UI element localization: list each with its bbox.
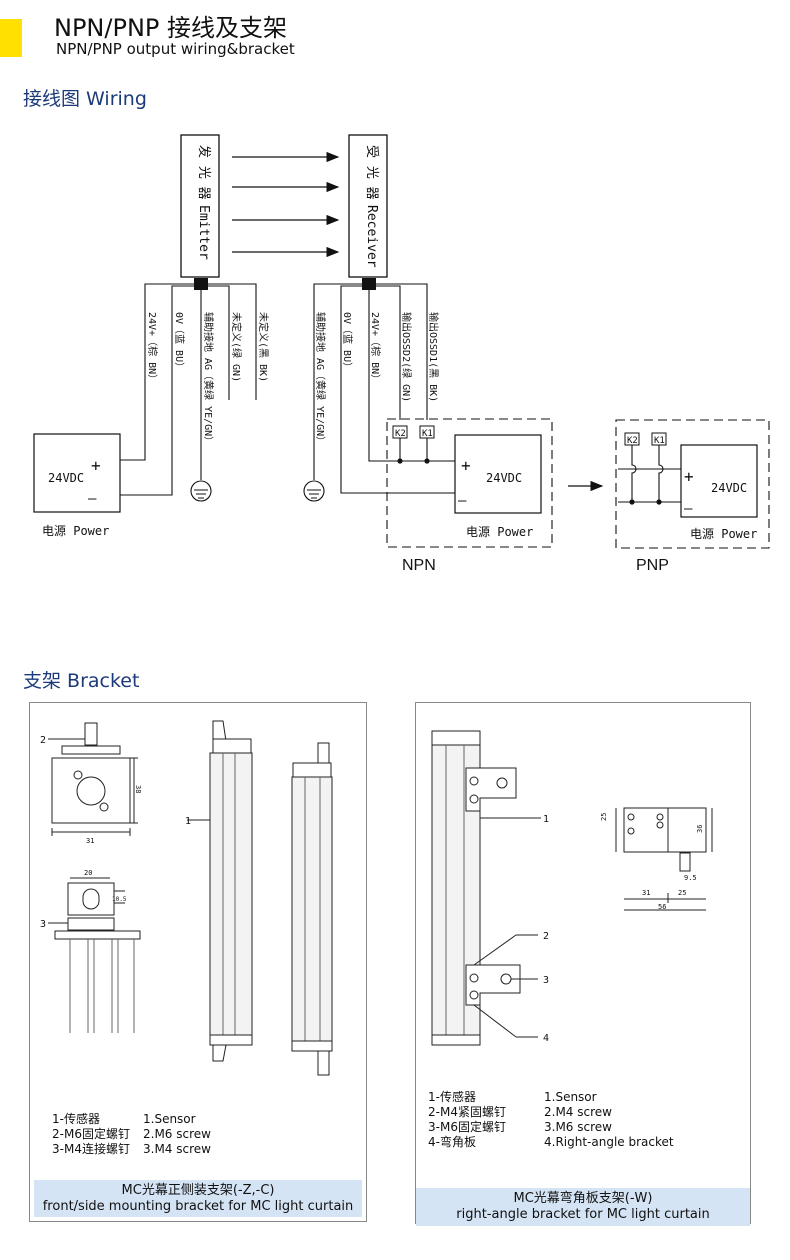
dimension-label: 36 [696, 825, 704, 833]
emitter-label-cn: 发 光 器 [196, 145, 212, 200]
receiver-connector [362, 278, 376, 290]
supply-voltage: 24VDC [711, 481, 747, 495]
relay-k1 [651, 432, 667, 446]
ground-symbol-icon [190, 480, 212, 502]
power-label: 电源 Power [42, 524, 109, 538]
page-subtitle: NPN/PNP output wiring&bracket [56, 40, 295, 58]
dimension-label: 31 [642, 889, 650, 897]
dimension-label: 31 [86, 837, 94, 845]
legend-item: 2-M4紧固螺钉 [428, 1105, 506, 1119]
ground-symbol-icon [303, 480, 325, 502]
plus-sign: + [684, 467, 694, 486]
page-title: NPN/PNP 接线及支架 [54, 14, 287, 42]
callout-number: 4 [543, 1033, 549, 1044]
emitter-wire-label: 24V+（棕 BN） [146, 312, 159, 384]
dimension-label: 25 [600, 813, 608, 821]
callout-number: 1 [185, 816, 191, 827]
relay-k1 [419, 425, 435, 439]
legend-item: 4.Right-angle bracket [544, 1135, 674, 1149]
power-supply-pnp [680, 444, 758, 518]
legend-item: 1.Sensor [544, 1090, 597, 1104]
power-label: 电源 Power [690, 527, 757, 541]
legend-en-list: 1.Sensor 2.M6 screw 3.M4 screw [143, 1112, 211, 1157]
callout-number: 3 [40, 919, 46, 930]
dimension-label: 56 [658, 903, 666, 911]
emitter-wire-label: 0V（蓝 BU） [173, 312, 185, 372]
receiver-wire-label: 输出OSSD1(黑 BK) [427, 312, 440, 402]
legend-cn-list: 1-传感器 2-M4紧固螺钉 3-M6固定螺钉 4-弯角板 [428, 1090, 506, 1150]
legend-item: 3.M6 screw [544, 1120, 612, 1134]
receiver-label-en: Receiver [364, 205, 379, 268]
power-supply-npn [454, 434, 542, 514]
emitter-wire-label: 辅助接地 AG（黄绿 YE/GN） [202, 312, 215, 446]
receiver-wire-label: 辅助接地 AG（黄绿 YE/GN） [314, 312, 327, 446]
power-supply-left [33, 433, 121, 513]
relay-k2 [392, 425, 408, 439]
receiver-wire-label: 输出OSSD2(绿 GN) [400, 312, 413, 402]
legend-item: 2-M6固定螺钉 [52, 1127, 130, 1141]
front-side-bracket-drawing: 2 38 31 20 10.5 3 [40, 720, 333, 1076]
caption-en: front/side mounting bracket for MC light… [42, 1199, 354, 1214]
bracket-caption-right-angle: MC光幕弯角板支架(-W) right-angle bracket for MC… [416, 1188, 750, 1226]
legend-item: 3-M4连接螺钉 [52, 1142, 130, 1156]
pnp-label: PNP [636, 557, 669, 574]
wiring-heading: 接线图 Wiring [23, 88, 147, 110]
legend-item: 3-M6固定螺钉 [428, 1120, 506, 1134]
emitter-label-en: Emitter [196, 205, 211, 260]
npn-label: NPN [402, 557, 436, 574]
receiver-box [348, 134, 388, 278]
power-label: 电源 Power [466, 525, 533, 539]
caption-en: right-angle bracket for MC light curtain [456, 1207, 710, 1222]
receiver-label-cn: 受 光 器 [364, 145, 379, 200]
dimension-label: 25 [678, 889, 686, 897]
right-angle-bracket-drawing: 1 2 3 4 25 36 9.5 31 25 56 [431, 730, 713, 1046]
callout-number: 1 [543, 814, 549, 825]
minus-sign: — [684, 501, 693, 517]
emitter-wire-label: 未定义(绿 GN) [230, 312, 243, 382]
dimension-label: 20 [84, 869, 92, 877]
receiver-wire-label: 0V（蓝 BU） [341, 312, 353, 372]
legend-item: 1.Sensor [143, 1112, 196, 1126]
receiver-wire-label: 24V+（棕 BN） [369, 312, 382, 384]
minus-sign: — [458, 493, 467, 509]
pnp-frame [615, 419, 770, 549]
relay-k2 [624, 432, 640, 446]
emitter-box [180, 134, 220, 278]
legend-item: 4-弯角板 [428, 1135, 476, 1149]
relay-k1-label: K1 [654, 436, 665, 446]
emitter-connector [194, 278, 208, 290]
bracket-panel-right-angle: 1 2 3 4 25 36 9.5 31 25 56 1-传感器 [415, 702, 751, 1226]
plus-sign: + [91, 456, 101, 475]
supply-voltage: 24VDC [48, 471, 84, 485]
legend-item: 3.M4 screw [143, 1142, 211, 1156]
wiring-diagram: 发 光 器 Emitter 受 光 器 Receiver 24V+（棕 BN） … [33, 134, 770, 574]
legend-cn-list: 1-传感器 2-M6固定螺钉 3-M4连接螺钉 [52, 1112, 130, 1157]
dimension-label: 9.5 [684, 874, 697, 882]
legend-en-list: 1.Sensor 2.M4 screw 3.M6 screw 4.Right-a… [544, 1090, 674, 1150]
caption-cn: MC光幕弯角板支架(-W) [513, 1191, 653, 1206]
dimension-label: 10.5 [112, 896, 127, 903]
dimension-label: 38 [134, 785, 142, 793]
caption-cn: MC光幕正侧装支架(-Z,-C) [121, 1183, 275, 1198]
legend-item: 1-传感器 [52, 1112, 100, 1126]
relay-k2-label: K2 [395, 429, 406, 439]
callout-number: 2 [40, 735, 46, 746]
emitter-wire-label: 未定义(黑 BK) [257, 312, 270, 382]
callout-number: 3 [543, 975, 549, 986]
relay-k1-label: K1 [422, 429, 433, 439]
bracket-heading: 支架 Bracket [23, 670, 140, 692]
minus-sign: — [88, 491, 97, 507]
title-accent-bar [0, 19, 22, 57]
bracket-caption-front-side: MC光幕正侧装支架(-Z,-C) front/side mounting bra… [34, 1180, 362, 1217]
legend-item: 2.M4 screw [544, 1105, 612, 1119]
relay-k2-label: K2 [627, 436, 638, 446]
npn-frame [386, 418, 553, 548]
plus-sign: + [461, 456, 471, 475]
callout-number: 2 [543, 931, 549, 942]
legend-item: 1-传感器 [428, 1090, 476, 1104]
legend-item: 2.M6 screw [143, 1127, 211, 1141]
supply-voltage: 24VDC [486, 471, 522, 485]
bracket-panel-front-side: 2 38 31 20 10.5 3 [29, 702, 367, 1222]
